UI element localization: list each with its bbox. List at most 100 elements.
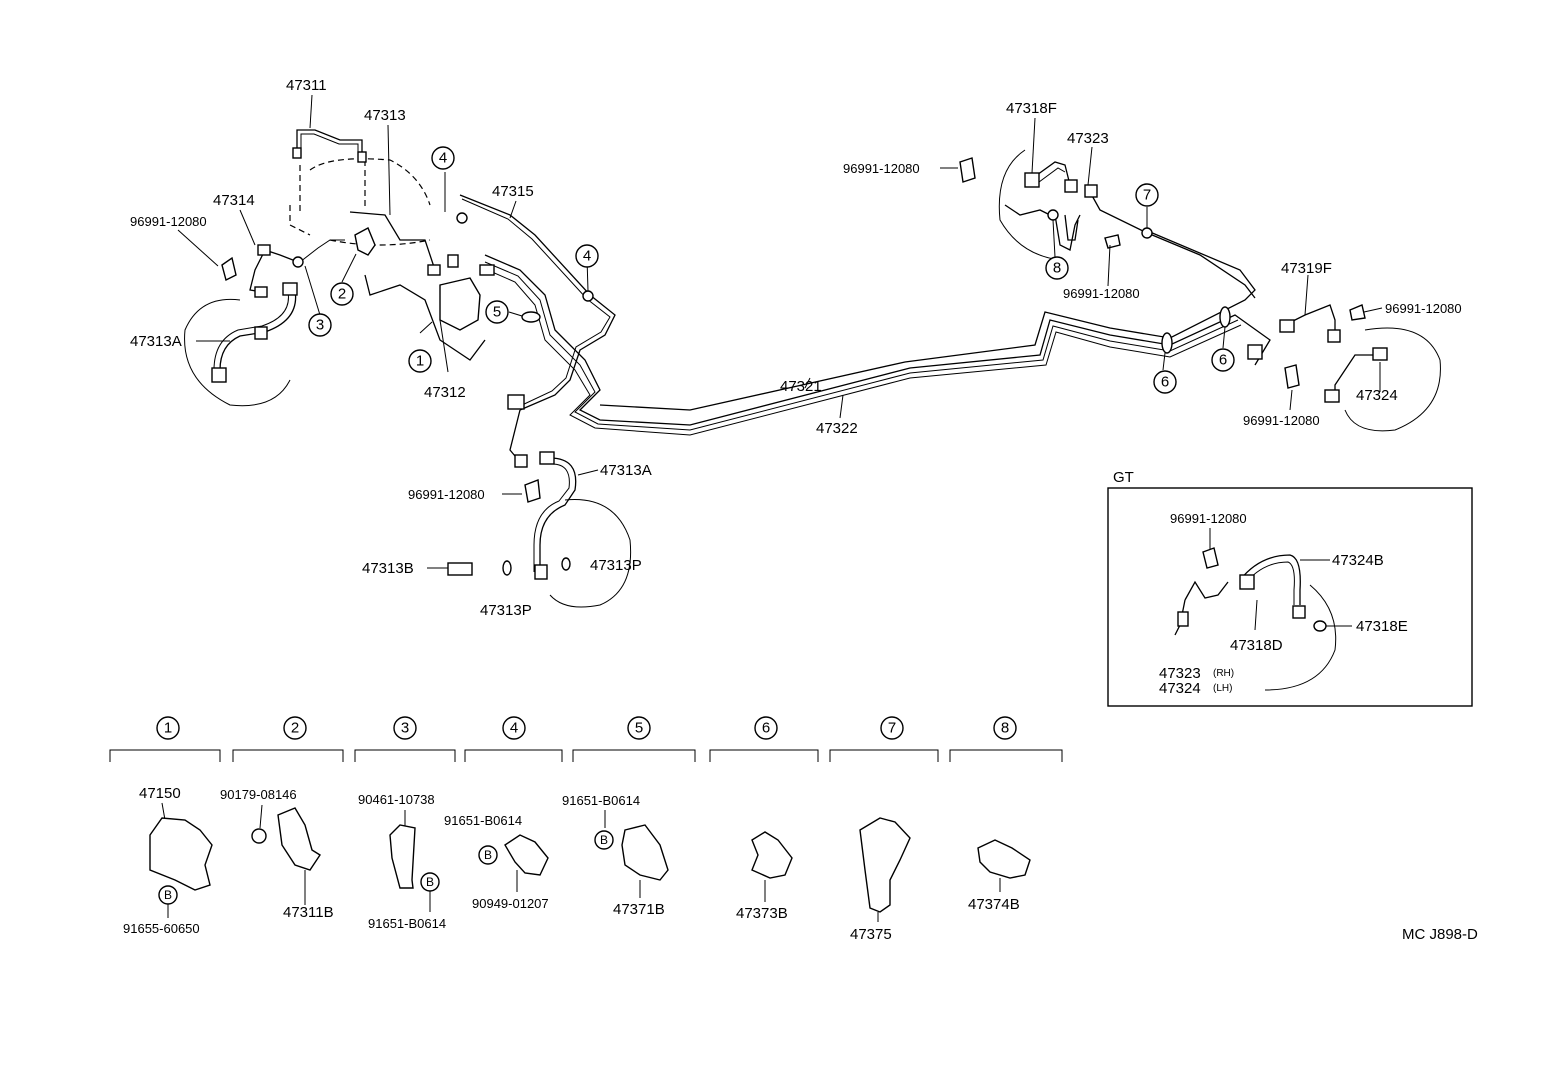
- detail-row: 1 2 3 4 5 6 7 8 47150 B 91655-60650 9017…: [109, 716, 1063, 943]
- tube-47323: [1089, 191, 1256, 299]
- gt-gasket: [1313, 620, 1327, 632]
- tube-47313-b: [299, 239, 345, 263]
- bolt-mark-3: B: [426, 875, 434, 889]
- reference-code: MC J898-D: [1402, 926, 1478, 943]
- detail-label-90461: 90461-10738: [358, 792, 435, 807]
- fitting-e: [254, 286, 268, 298]
- gasket-47313P-b: [561, 557, 571, 571]
- gt-label-47324B: 47324B: [1332, 552, 1384, 569]
- fitting-k: [507, 394, 525, 410]
- clip-47371B: [621, 824, 669, 881]
- tube-right-loop: [1004, 204, 1051, 216]
- label-47313P-a: 47313P: [480, 602, 532, 619]
- bracket-47311B: [277, 807, 321, 871]
- fitting-b: [357, 151, 367, 163]
- detail-callout-6: 6: [762, 720, 770, 737]
- detail-label-91651-3: 91651-B0614: [368, 916, 446, 931]
- label-96991-mr: 96991-12080: [1063, 286, 1140, 301]
- gt-inset: GT 96991-12080 47324B 47318D 47318E 4732…: [1107, 469, 1473, 707]
- union-bolt-47313B: [447, 562, 473, 576]
- detail-label-47371B: 47371B: [613, 901, 665, 918]
- detail-label-47311B: 47311B: [283, 904, 334, 921]
- detail-label-91651-4: 91651-B0614: [444, 813, 522, 828]
- callout-6b: 6: [1219, 352, 1227, 369]
- fitting-s: [1247, 344, 1263, 360]
- label-96991-center: 96991-12080: [408, 487, 485, 502]
- callout-4b: 4: [583, 248, 591, 265]
- gt-label-47318E: 47318E: [1356, 618, 1408, 635]
- hose-47324: [1334, 354, 1380, 395]
- proportioning-valve: [439, 277, 481, 331]
- gt-fitting-a: [1177, 611, 1189, 627]
- detail-callout-8: 8: [1001, 720, 1009, 737]
- detail-callout-3: 3: [401, 720, 409, 737]
- gt-hose: [1239, 554, 1301, 605]
- joint-6b: [1219, 306, 1231, 328]
- hose-47313A-left-b: [213, 291, 289, 371]
- tube-47318F: [1029, 161, 1071, 186]
- bolt-mark-5: B: [600, 833, 608, 847]
- label-47311: 47311: [286, 77, 327, 94]
- gasket-47313P-a: [502, 560, 512, 576]
- joint-6a: [1161, 332, 1173, 354]
- fitting-v: [1324, 389, 1340, 403]
- right-front-disc: [998, 149, 1061, 261]
- fitting-p: [1064, 179, 1078, 193]
- fitting-h: [427, 264, 441, 276]
- bracket-96991-rr: [1349, 304, 1366, 321]
- bracket-96991-center: [524, 479, 541, 503]
- label-47314: 47314: [213, 192, 255, 209]
- fitting-d: [282, 282, 298, 296]
- label-47322: 47322: [816, 420, 858, 437]
- tube-47313: [349, 211, 436, 271]
- detail-label-91655: 91655-60650: [123, 921, 200, 936]
- fitting-q: [1084, 184, 1098, 198]
- hose-47313A-center-b: [533, 463, 570, 572]
- label-47323: 47323: [1067, 130, 1109, 147]
- fitting-g: [211, 367, 227, 383]
- gt-label-rh: (RH): [1213, 668, 1234, 679]
- bracket-96991-mr: [1104, 234, 1121, 249]
- fitting-a: [292, 147, 302, 159]
- bracket-47375: [859, 817, 911, 913]
- detail-callout-2: 2: [291, 720, 299, 737]
- detail-callout-1: 1: [164, 720, 172, 737]
- label-47313P-b: 47313P: [590, 557, 642, 574]
- detail-label-47150: 47150: [139, 785, 181, 802]
- label-47312: 47312: [424, 384, 466, 401]
- label-47319F: 47319F: [1281, 260, 1332, 277]
- bolt-mark-4: B: [484, 848, 492, 862]
- detail-label-47373B: 47373B: [736, 905, 788, 922]
- label-96991-tl: 96991-12080: [130, 214, 207, 229]
- callout-2: 2: [338, 286, 346, 303]
- fitting-c: [257, 244, 271, 256]
- detail-label-90949: 90949-01207: [472, 896, 549, 911]
- joint-5: [521, 311, 541, 323]
- fitting-o: [1024, 172, 1040, 188]
- detail-callout-7: 7: [888, 720, 896, 737]
- gt-label-47318D: 47318D: [1230, 637, 1283, 654]
- tube-main-2: [484, 261, 1239, 431]
- callout-8: 8: [1053, 260, 1061, 277]
- gt-fitting-c: [1292, 605, 1306, 619]
- tube-47318F-b: [1034, 167, 1066, 186]
- joint-8: [1047, 209, 1059, 221]
- label-47313A-center: 47313A: [600, 462, 652, 479]
- leader-lines: [177, 94, 1383, 569]
- bracket-96991-tl: [221, 256, 237, 282]
- fitting-m: [539, 451, 555, 465]
- label-96991-br: 96991-12080: [1243, 413, 1320, 428]
- gt-label-96991: 96991-12080: [1170, 511, 1247, 526]
- label-47318F: 47318F: [1006, 100, 1057, 117]
- gt-fitting-b: [1239, 574, 1255, 590]
- tube-right-u: [1054, 214, 1081, 251]
- fitting-t: [1327, 329, 1341, 343]
- fitting-n: [534, 564, 548, 580]
- hose-47319F: [1284, 304, 1336, 335]
- detail-label-47375: 47375: [850, 926, 892, 943]
- tube-47321: [599, 231, 1256, 411]
- detail-label-90179: 90179-08146: [220, 787, 297, 802]
- gt-frame: [1107, 487, 1473, 707]
- gt-tube: [1174, 580, 1229, 636]
- gt-bracket: [1202, 547, 1219, 569]
